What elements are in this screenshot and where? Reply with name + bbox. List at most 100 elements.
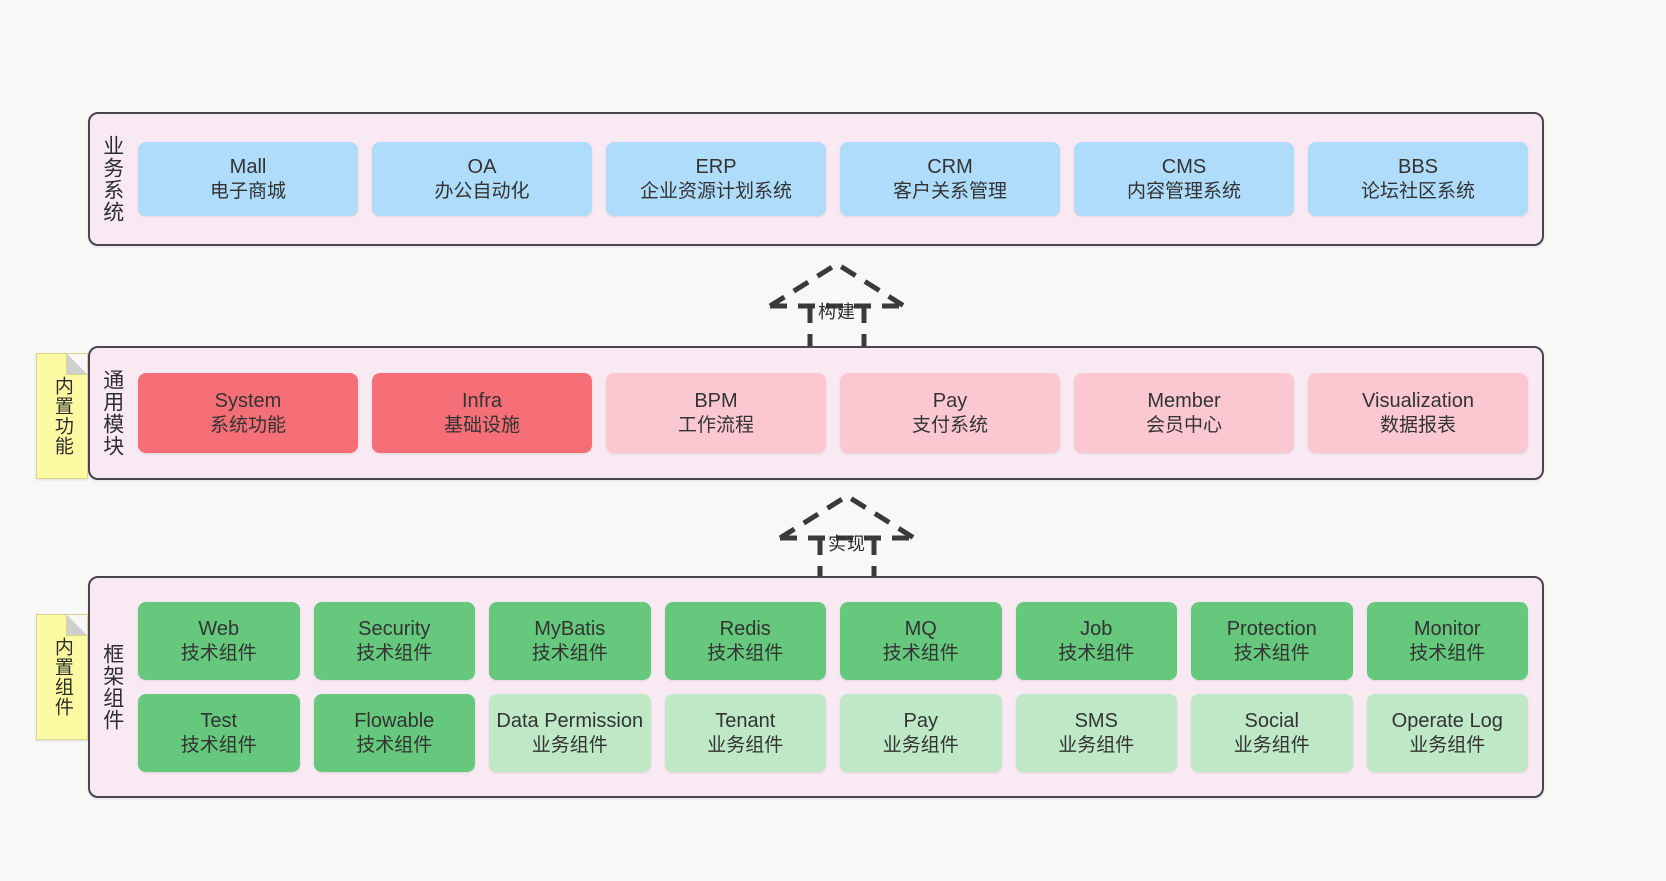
card-subtitle: 企业资源计划系统 bbox=[639, 180, 792, 202]
card-data-permission[interactable]: Data Permission 业务组件 bbox=[489, 694, 651, 772]
card-title: MyBatis bbox=[534, 618, 606, 641]
card-subtitle: 技术组件 bbox=[1233, 642, 1310, 664]
card-subtitle: 业务组件 bbox=[707, 734, 784, 756]
card-monitor[interactable]: Monitor 技术组件 bbox=[1366, 602, 1528, 680]
card-title: SMS bbox=[1074, 710, 1118, 733]
card-subtitle: 技术组件 bbox=[180, 642, 257, 664]
card-subtitle: 系统功能 bbox=[209, 414, 286, 436]
card-title: Web bbox=[198, 618, 240, 641]
card-bbs[interactable]: BBS 论坛社区系统 bbox=[1308, 142, 1528, 216]
card-subtitle: 电子商城 bbox=[209, 180, 286, 202]
tier-framework-components-label: 框架组件 bbox=[100, 643, 124, 731]
card-title: Protection bbox=[1226, 618, 1317, 641]
card-web[interactable]: Web 技术组件 bbox=[138, 602, 300, 680]
card-subtitle: 会员中心 bbox=[1145, 414, 1222, 436]
card-mq[interactable]: MQ 技术组件 bbox=[840, 602, 1002, 680]
tier-framework-components: 框架组件 Web 技术组件 Security 技术组件 MyBatis 技术组件… bbox=[88, 576, 1544, 798]
card-title: Infra bbox=[461, 390, 503, 413]
card-title: Job bbox=[1080, 618, 1113, 641]
card-redis[interactable]: Redis 技术组件 bbox=[664, 602, 826, 680]
card-system[interactable]: System 系统功能 bbox=[138, 373, 358, 453]
card-title: Pay bbox=[903, 710, 938, 733]
card-subtitle: 业务组件 bbox=[1409, 734, 1486, 756]
card-title: Monitor bbox=[1413, 618, 1481, 641]
card-row: System 系统功能 Infra 基础设施 BPM 工作流程 Pay 支付系统… bbox=[138, 373, 1528, 453]
card-crm[interactable]: CRM 客户关系管理 bbox=[840, 142, 1060, 216]
card-subtitle: 论坛社区系统 bbox=[1360, 180, 1475, 202]
card-bpm[interactable]: BPM 工作流程 bbox=[606, 373, 826, 453]
card-row-business: Test 技术组件 Flowable 技术组件 Data Permission … bbox=[138, 694, 1528, 772]
card-visualization[interactable]: Visualization 数据报表 bbox=[1308, 373, 1528, 453]
tier-business-system-label: 业务系统 bbox=[100, 135, 124, 223]
tier-common-modules: 通用模块 System 系统功能 Infra 基础设施 BPM 工作流程 Pay… bbox=[88, 346, 1544, 480]
card-title: Tenant bbox=[715, 710, 776, 733]
tier-business-system-body: Mall 电子商城 OA 办公自动化 ERP 企业资源计划系统 CRM 客户关系… bbox=[134, 114, 1542, 244]
card-security[interactable]: Security 技术组件 bbox=[313, 602, 475, 680]
card-row: Mall 电子商城 OA 办公自动化 ERP 企业资源计划系统 CRM 客户关系… bbox=[138, 142, 1528, 216]
card-title: Flowable bbox=[354, 710, 435, 733]
card-title: Social bbox=[1244, 710, 1299, 733]
note-builtin-function: 内置功能 bbox=[36, 353, 88, 479]
card-subtitle: 客户关系管理 bbox=[892, 180, 1007, 202]
card-title: Test bbox=[200, 710, 238, 733]
card-title: OA bbox=[467, 156, 497, 179]
card-oa[interactable]: OA 办公自动化 bbox=[372, 142, 592, 216]
card-subtitle: 技术组件 bbox=[180, 734, 257, 756]
card-erp[interactable]: ERP 企业资源计划系统 bbox=[606, 142, 826, 216]
card-title: Mall bbox=[229, 156, 267, 179]
card-title: Data Permission bbox=[496, 710, 644, 733]
card-job[interactable]: Job 技术组件 bbox=[1015, 602, 1177, 680]
card-subtitle: 业务组件 bbox=[1058, 734, 1135, 756]
card-title: Redis bbox=[719, 618, 771, 641]
tier-common-modules-label: 通用模块 bbox=[100, 369, 124, 457]
card-operate-log[interactable]: Operate Log 业务组件 bbox=[1366, 694, 1528, 772]
card-title: BPM bbox=[694, 390, 738, 413]
card-social[interactable]: Social 业务组件 bbox=[1191, 694, 1353, 772]
card-cms[interactable]: CMS 内容管理系统 bbox=[1074, 142, 1294, 216]
card-tenant[interactable]: Tenant 业务组件 bbox=[664, 694, 826, 772]
card-pay-biz[interactable]: Pay 业务组件 bbox=[840, 694, 1002, 772]
card-flowable[interactable]: Flowable 技术组件 bbox=[313, 694, 475, 772]
card-infra[interactable]: Infra 基础设施 bbox=[372, 373, 592, 453]
card-test[interactable]: Test 技术组件 bbox=[138, 694, 300, 772]
card-title: Security bbox=[358, 618, 431, 641]
card-title: MQ bbox=[904, 618, 937, 641]
card-subtitle: 技术组件 bbox=[531, 642, 608, 664]
card-mall[interactable]: Mall 电子商城 bbox=[138, 142, 358, 216]
card-title: BBS bbox=[1397, 156, 1439, 179]
card-subtitle: 工作流程 bbox=[677, 414, 754, 436]
card-subtitle: 业务组件 bbox=[882, 734, 959, 756]
card-protection[interactable]: Protection 技术组件 bbox=[1191, 602, 1353, 680]
tier-framework-components-body: Web 技术组件 Security 技术组件 MyBatis 技术组件 Redi… bbox=[134, 578, 1542, 796]
card-sms[interactable]: SMS 业务组件 bbox=[1015, 694, 1177, 772]
card-subtitle: 数据报表 bbox=[1379, 414, 1456, 436]
card-title: CMS bbox=[1161, 156, 1207, 179]
card-title: System bbox=[214, 390, 282, 413]
card-mybatis[interactable]: MyBatis 技术组件 bbox=[489, 602, 651, 680]
card-subtitle: 技术组件 bbox=[707, 642, 784, 664]
arrow-build: 构建 bbox=[762, 258, 912, 358]
card-title: Visualization bbox=[1362, 390, 1474, 413]
card-title: ERP bbox=[695, 156, 737, 179]
note-label: 内置功能 bbox=[51, 376, 73, 456]
card-title: Member bbox=[1147, 390, 1221, 413]
arrow-head-dashed bbox=[768, 261, 906, 309]
card-subtitle: 技术组件 bbox=[356, 734, 433, 756]
card-pay[interactable]: Pay 支付系统 bbox=[840, 373, 1060, 453]
tier-business-system: 业务系统 Mall 电子商城 OA 办公自动化 ERP 企业资源计划系统 CRM… bbox=[88, 112, 1544, 246]
card-subtitle: 业务组件 bbox=[1233, 734, 1310, 756]
tier-common-modules-body: System 系统功能 Infra 基础设施 BPM 工作流程 Pay 支付系统… bbox=[134, 348, 1542, 478]
card-subtitle: 技术组件 bbox=[356, 642, 433, 664]
card-member[interactable]: Member 会员中心 bbox=[1074, 373, 1294, 453]
card-title: Pay bbox=[932, 390, 968, 413]
arrow-implement: 实现 bbox=[772, 490, 922, 590]
card-subtitle: 办公自动化 bbox=[434, 180, 530, 202]
card-subtitle: 技术组件 bbox=[1058, 642, 1135, 664]
card-subtitle: 技术组件 bbox=[1409, 642, 1486, 664]
note-builtin-component: 内置组件 bbox=[36, 614, 88, 740]
card-subtitle: 基础设施 bbox=[443, 414, 520, 436]
card-subtitle: 技术组件 bbox=[882, 642, 959, 664]
card-subtitle: 支付系统 bbox=[911, 414, 988, 436]
card-title: Operate Log bbox=[1391, 710, 1503, 733]
card-subtitle: 内容管理系统 bbox=[1126, 180, 1241, 202]
